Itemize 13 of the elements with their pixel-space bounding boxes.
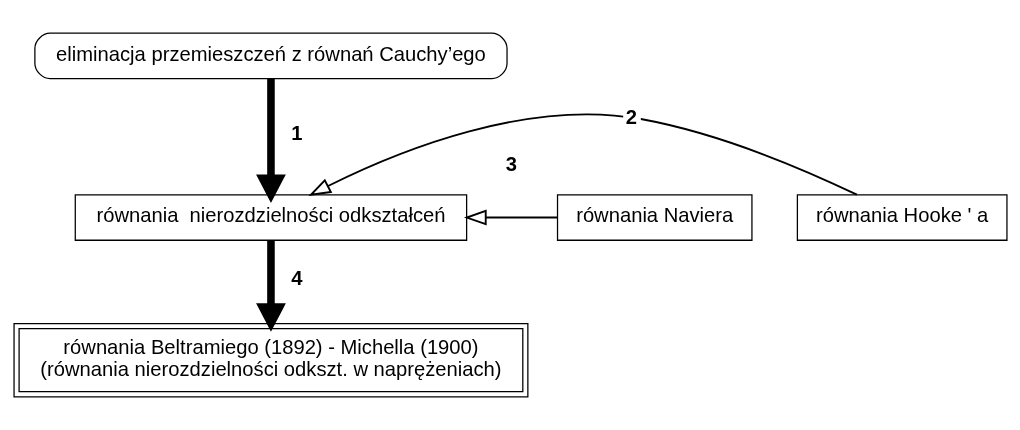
edge-label: 3 (505, 152, 517, 175)
arrow (255, 79, 286, 203)
node-box: równania nierozdzielności odkształceń (74, 194, 467, 241)
node-box: równania Naviera (556, 194, 753, 241)
arrow (255, 240, 286, 332)
edge-label: 2 (625, 105, 637, 128)
node-box: eliminacja przemieszczeń z równań Cauchy’ego (33, 32, 508, 80)
arrow (463, 209, 558, 226)
edge-label: 1 (290, 122, 302, 145)
node-box: równania Hooke ' a (796, 194, 1008, 241)
arrow (307, 113, 858, 197)
edge-label: 4 (290, 267, 302, 290)
node-box: równania Beltramiego (1892) - Michella (1900) (równania nierozdzielności odkszt. w naprężeniach) (12, 322, 528, 398)
